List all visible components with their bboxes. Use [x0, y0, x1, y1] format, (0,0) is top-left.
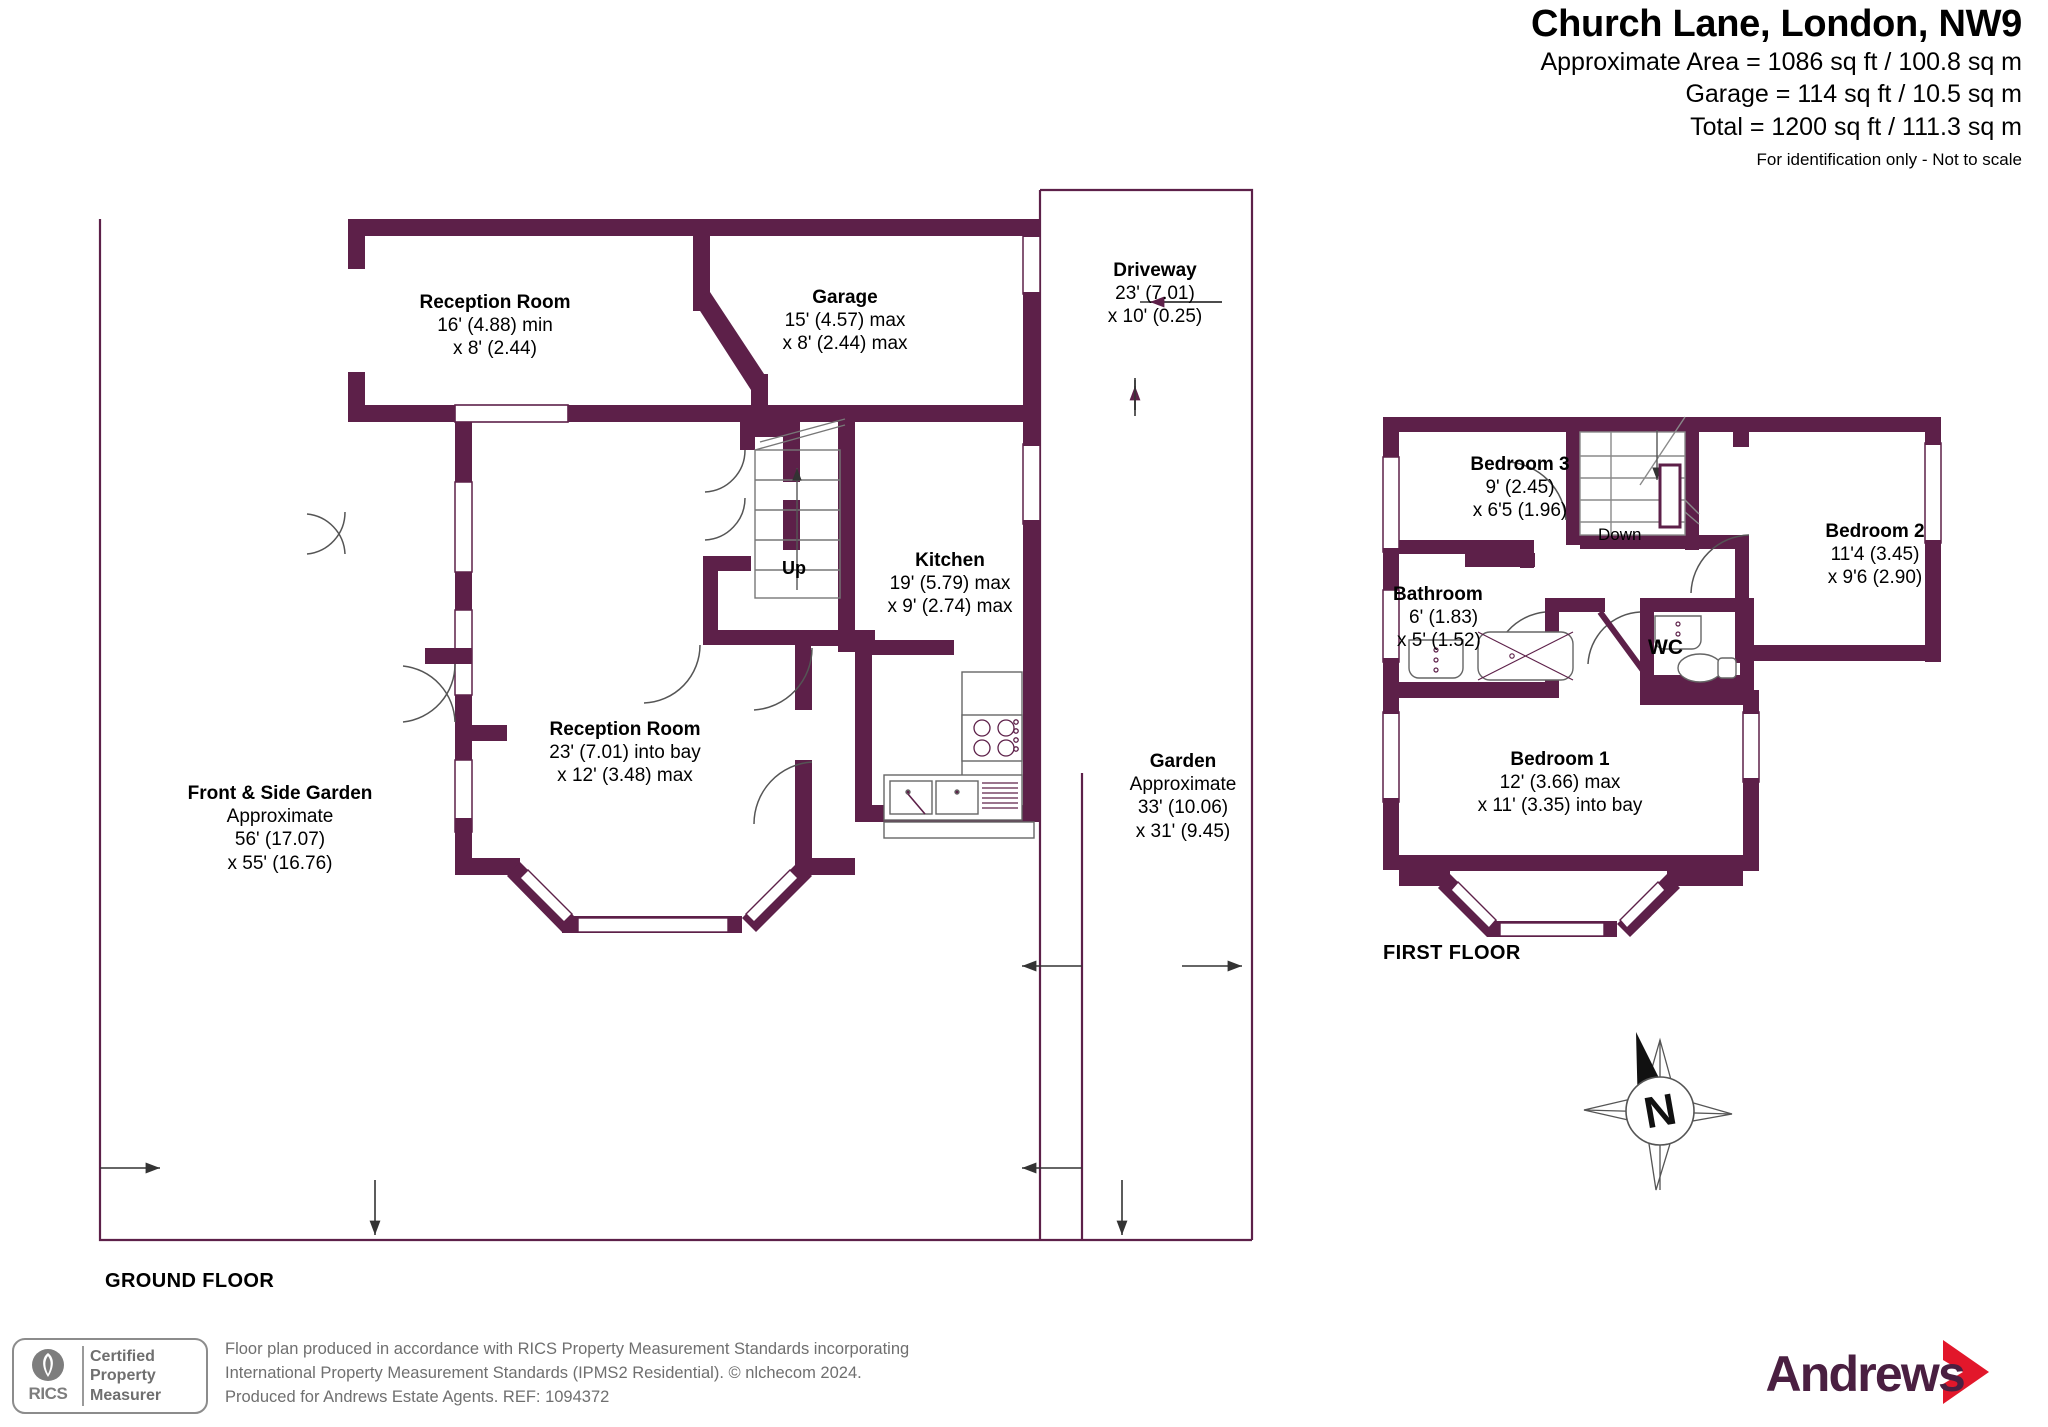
ground-floor-plan: [98, 188, 1254, 1242]
page-title: Church Lane, London, NW9: [1531, 3, 2022, 45]
compass-rose: N: [1583, 1032, 1733, 1191]
room-label-garden: Garden Approximate 33' (10.06) x 31' (9.…: [1129, 751, 1237, 842]
area-line-garage: Garage = 114 sq ft / 10.5 sq m: [1685, 80, 2022, 109]
room-label-bedroom-1: Bedroom 1 12' (3.66) max x 11' (3.35) in…: [1477, 749, 1643, 817]
room-label-bedroom-2: Bedroom 2 11'4 (3.45) x 9'6 (2.90): [1825, 521, 1925, 589]
first-floor-staircase: [1579, 416, 1700, 536]
room-label-driveway: Driveway 23' (7.01) x 10' (0.25): [1107, 260, 1203, 328]
room-label-kitchen: Kitchen 19' (5.79) max x 9' (2.74) max: [887, 550, 1013, 618]
disclaimer-text: Floor plan produced in accordance with R…: [225, 1340, 910, 1406]
header-block: Church Lane, London, NW9 Approximate Are…: [1531, 3, 2022, 170]
room-label-reception-room-front: Reception Room 16' (4.88) min x 8' (2.44…: [419, 292, 571, 360]
room-label-reception-room-bay: Reception Room 23' (7.01) into bay x 12'…: [549, 719, 701, 787]
andrews-chevron: [1943, 1340, 1989, 1404]
rics-divider: [82, 1346, 84, 1406]
first-floor-caption: FIRST FLOOR: [1383, 942, 1521, 964]
first-floor-walls: [1382, 417, 1942, 937]
stair-up-label: Up: [782, 558, 806, 578]
not-to-scale-note: For identification only - Not to scale: [1756, 150, 2022, 170]
ground-floor-staircase: [754, 418, 846, 599]
rics-certified-badge: RICS Certified Property Measurer: [12, 1338, 208, 1414]
ground-floor-walls: [348, 219, 1041, 933]
ground-floor-caption: GROUND FLOOR: [105, 1270, 275, 1292]
area-line-total: Approximate Area = 1086 sq ft / 100.8 sq…: [1540, 47, 2022, 76]
rics-emblem-icon: [32, 1349, 64, 1381]
rics-logo: RICS: [14, 1340, 82, 1412]
rics-certified-text: Certified Property Measurer: [90, 1348, 162, 1404]
area-line-grand-total: Total = 1200 sq ft / 111.3 sq m: [1690, 112, 2022, 141]
andrews-wordmark: Andrews: [1765, 1346, 1965, 1402]
wc-fittings: [1654, 615, 1737, 683]
room-label-bathroom: Bathroom 6' (1.83) x 5' (1.52): [1393, 584, 1483, 652]
rics-wordmark: RICS: [28, 1384, 68, 1403]
bathroom-fittings: [1408, 631, 1574, 681]
door-swings: [306, 449, 813, 825]
room-label-bedroom-3: Bedroom 3 9' (2.45) x 6'5 (1.96): [1470, 454, 1570, 522]
andrews-logo: Andrews: [1765, 1341, 2032, 1407]
room-label-garage: Garage 15' (4.57) max x 8' (2.44) max: [782, 287, 908, 355]
plot-boundary: [98, 188, 1254, 1242]
kitchen-fittings: [883, 671, 1035, 839]
room-label-front-side-garden: Front & Side Garden Approximate 56' (17.…: [187, 783, 373, 874]
stair-down-label: Down: [1598, 525, 1642, 544]
first-floor-plan: [1382, 416, 1942, 937]
wc-label: WC: [1648, 636, 1683, 659]
boundary-dimension-arrows: [100, 296, 1242, 1235]
